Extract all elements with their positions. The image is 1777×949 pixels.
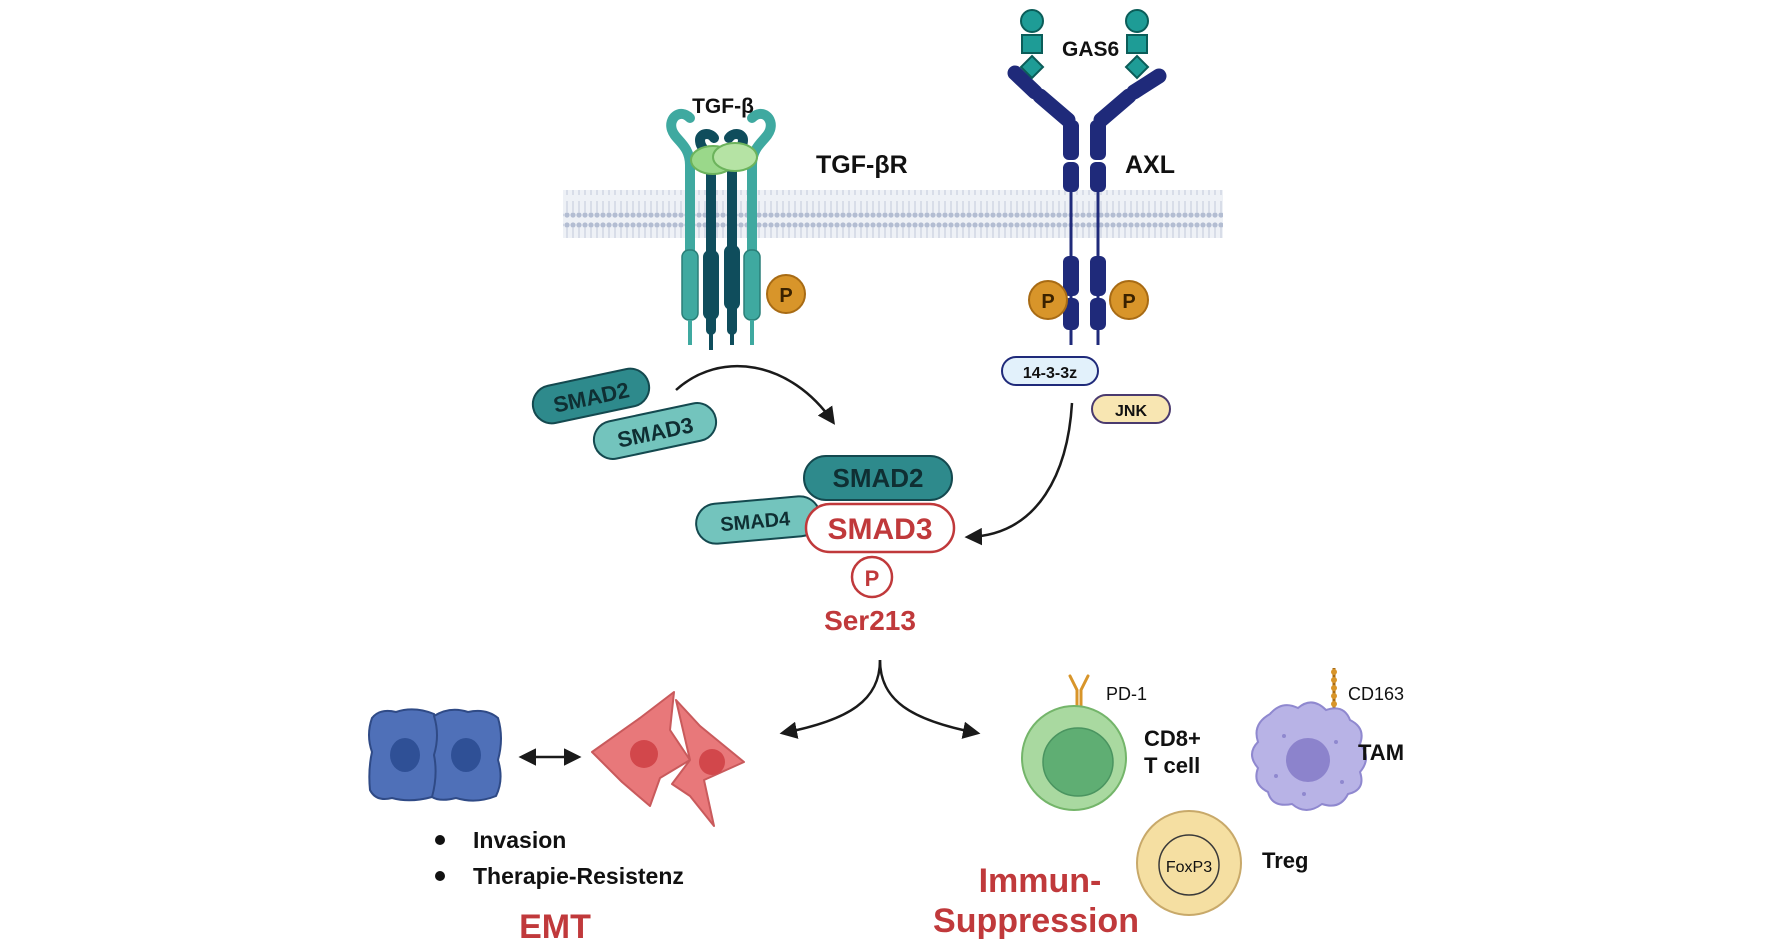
tam-label: TAM [1358, 740, 1404, 765]
phosphate-label: P [779, 285, 792, 307]
cd8-label-line1: CD8+ [1144, 726, 1201, 751]
smad3-complex: SMAD3 [804, 502, 956, 554]
macrophage-icon [1251, 701, 1367, 811]
adapter-label: 14-3-3z [1023, 365, 1077, 382]
tgf-beta-receptor-label: TGF-βR [816, 151, 908, 179]
bullet-icon [435, 835, 445, 845]
mesenchymal-cell-icon [591, 691, 745, 827]
cd8-label-line2: T cell [1144, 753, 1200, 778]
pd1-label: PD-1 [1106, 684, 1147, 704]
ser213-label: Ser213 [824, 605, 916, 636]
cd163-label: CD163 [1348, 684, 1404, 704]
phosphate-icon: P [766, 274, 806, 314]
smad3-complex-label: SMAD3 [827, 513, 932, 546]
tgf-beta-receptor-icon [666, 108, 776, 350]
emt-label: EMT [519, 908, 591, 946]
invasion-label: Invasion [473, 827, 566, 853]
arrow-to-emt [779, 659, 882, 739]
therapy-resistance-label: Therapie-Resistenz [473, 863, 684, 889]
arrow-tgf-to-complex [675, 364, 835, 425]
treg-label: Treg [1262, 848, 1308, 873]
axl-receptor-icon [1007, 65, 1167, 345]
tgf-beta-label: TGF-β [692, 95, 754, 118]
smad2-free: SMAD2 [531, 367, 651, 425]
phosphate-label: P [1041, 291, 1054, 313]
arrow-to-immune [878, 659, 981, 739]
jnk-protein: JNK [1091, 394, 1171, 424]
phosphate-icon: P [850, 555, 894, 599]
smad4-complex: SMAD4 [695, 495, 821, 545]
immune-suppression-label-line1: Immun- [979, 862, 1102, 900]
arrow-axl-to-complex [964, 402, 1074, 546]
treg-cell-icon [1136, 810, 1242, 916]
gas6-ligand-icon [1019, 9, 1150, 80]
phosphate-icon: P [1028, 280, 1068, 320]
foxp3-label: FoxP3 [1166, 859, 1212, 876]
gas6-label: GAS6 [1062, 38, 1119, 61]
phosphate-label: P [1122, 291, 1135, 313]
bullet-icon [435, 871, 445, 881]
smad2-complex: SMAD2 [803, 455, 953, 501]
epithelial-cell-icon [368, 708, 502, 802]
phosphate-label: P [865, 566, 880, 591]
membrane-icon [563, 190, 1223, 238]
immune-suppression-label-line2: Suppression [933, 902, 1139, 940]
smad3-free: SMAD3 [592, 402, 718, 460]
jnk-label: JNK [1115, 403, 1147, 420]
phosphate-icon: P [1109, 280, 1149, 320]
axl-label: AXL [1125, 151, 1175, 179]
t-cell-icon [1021, 705, 1127, 811]
adapter-14-3-3z: 14-3-3z [1001, 356, 1099, 386]
smad2-complex-label: SMAD2 [832, 463, 923, 493]
